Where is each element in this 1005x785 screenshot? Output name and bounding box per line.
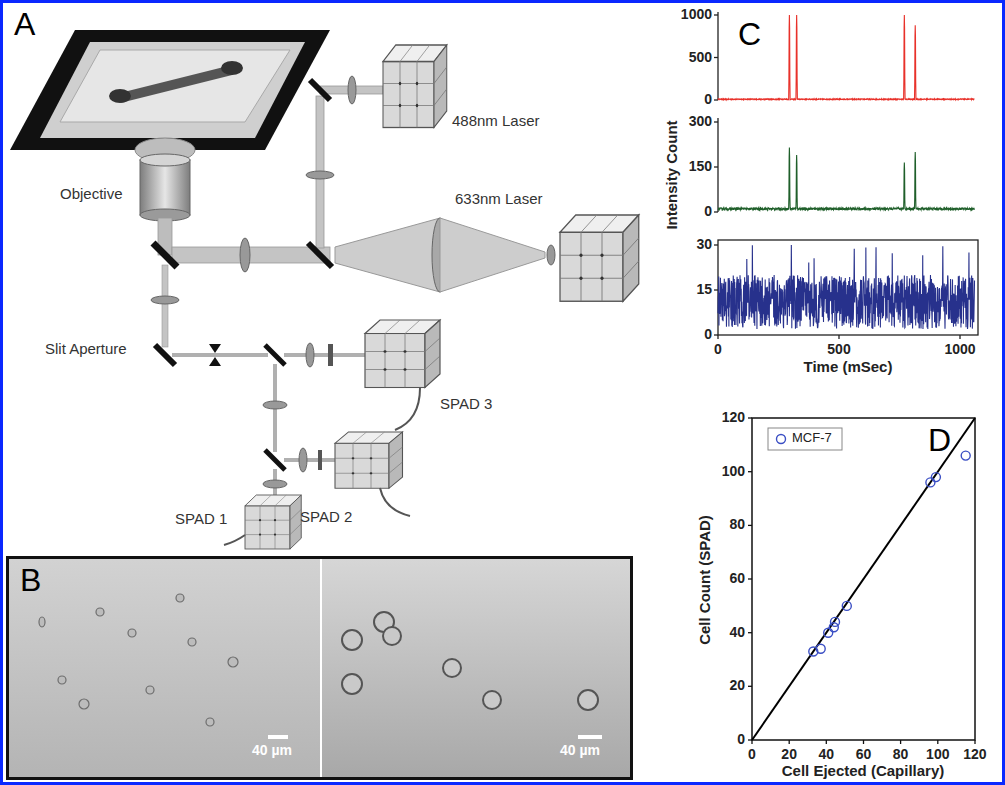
spad-detector bbox=[245, 495, 301, 549]
tick-label: 1000 bbox=[681, 6, 712, 22]
panel-letter: D bbox=[928, 424, 951, 456]
part-label: SPAD 3 bbox=[440, 395, 492, 412]
panel-letter: A bbox=[14, 8, 35, 40]
tick-label: 500 bbox=[689, 49, 712, 65]
tick-label: 0 bbox=[704, 203, 712, 219]
tick-label: 40 bbox=[729, 624, 745, 640]
tick-label: 0 bbox=[704, 326, 712, 342]
tick-label: 60 bbox=[856, 746, 872, 762]
scatter-plot bbox=[748, 418, 975, 744]
signal-trace bbox=[718, 15, 975, 100]
tick-label: 0 bbox=[714, 341, 722, 357]
tick-label: 80 bbox=[729, 516, 745, 532]
laser-633 bbox=[560, 215, 639, 301]
tick-label: 100 bbox=[926, 746, 949, 762]
signal-trace bbox=[718, 245, 975, 329]
tick-label: 80 bbox=[893, 746, 909, 762]
scale-bar-label: 40 µm bbox=[560, 742, 600, 758]
scale-bar-label: 40 µm bbox=[252, 742, 292, 758]
tick-label: 100 bbox=[722, 463, 745, 479]
identity-line bbox=[752, 418, 975, 740]
legend-marker bbox=[777, 435, 786, 444]
tick-label: 120 bbox=[963, 746, 986, 762]
spad-detector bbox=[335, 432, 403, 488]
panel-letter: B bbox=[20, 564, 41, 596]
tick-label: 150 bbox=[689, 158, 712, 174]
tick-label: 500 bbox=[827, 341, 850, 357]
part-label: SPAD 2 bbox=[300, 508, 352, 525]
tick-label: 40 bbox=[819, 746, 835, 762]
axis-title: Cell Ejected (Capillary) bbox=[782, 762, 945, 779]
tick-label: 0 bbox=[737, 731, 745, 747]
panel-letter: C bbox=[738, 18, 761, 50]
detector-cables bbox=[224, 388, 420, 545]
axis-title: Time (mSec) bbox=[804, 358, 893, 375]
tick-label: 60 bbox=[729, 570, 745, 586]
tick-label: 300 bbox=[689, 113, 712, 129]
signal-trace bbox=[718, 148, 975, 210]
tick-label: 15 bbox=[696, 281, 712, 297]
tick-label: 30 bbox=[696, 236, 712, 252]
legend-text: MCF-7 bbox=[792, 431, 832, 446]
tick-label: 20 bbox=[781, 746, 797, 762]
tick-label: 0 bbox=[704, 91, 712, 107]
part-label: 633nm Laser bbox=[455, 190, 543, 207]
data-points bbox=[809, 451, 970, 656]
tick-label: 1000 bbox=[944, 341, 975, 357]
objective-lens bbox=[140, 154, 190, 221]
part-label: Objective bbox=[60, 185, 123, 202]
tick-label: 120 bbox=[722, 409, 745, 425]
part-label: SPAD 1 bbox=[175, 510, 227, 527]
laser-488 bbox=[383, 45, 447, 128]
micrograph-panel bbox=[8, 558, 632, 779]
microfluidic-chip bbox=[10, 30, 330, 162]
part-label: Slit Aperture bbox=[45, 340, 127, 357]
axis-title: Intensity Count bbox=[663, 120, 680, 229]
time-traces bbox=[714, 12, 978, 339]
tick-label: 0 bbox=[748, 746, 756, 762]
spad-detector bbox=[365, 320, 440, 388]
axis-title: Cell Count (SPAD) bbox=[696, 515, 713, 645]
part-label: 488nm Laser bbox=[452, 112, 540, 129]
tick-label: 20 bbox=[729, 677, 745, 693]
laser-beams bbox=[151, 76, 555, 500]
legend-box bbox=[768, 428, 842, 450]
